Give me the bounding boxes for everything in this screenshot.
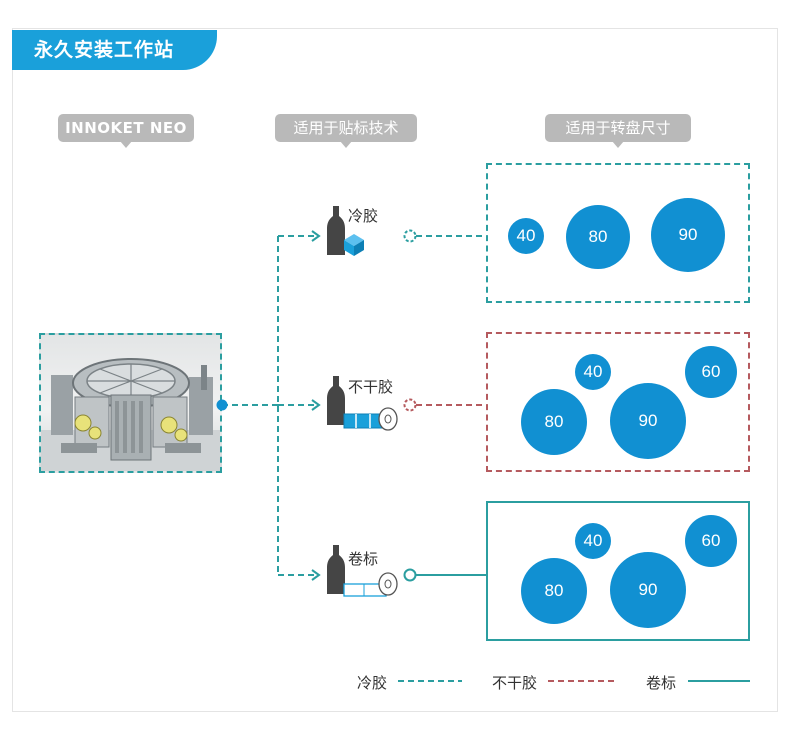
- title-banner: 永久安装工作站: [12, 30, 217, 70]
- connector-cold-glue: [403, 229, 486, 243]
- bottle-icon: [327, 376, 345, 425]
- tech-label-roll-fed: 卷标: [348, 550, 379, 568]
- bottle-icon: [327, 545, 345, 594]
- header-carousel-size: 适用于转盘尺寸: [545, 114, 691, 148]
- size-circle-40: 40: [575, 523, 611, 559]
- tech-label-self-adhesive: 不干胶: [348, 378, 394, 396]
- roll-label-icon: [343, 572, 398, 597]
- size-circle-90: 90: [651, 198, 725, 272]
- size-circle-60: 60: [685, 515, 737, 567]
- machine-connector-dot: [216, 399, 228, 411]
- size-circle-80: 80: [566, 205, 630, 269]
- label-roll-icon: [343, 407, 398, 431]
- legend-label-self-adhesive: 不干胶: [492, 674, 538, 692]
- glue-box-icon: [344, 234, 364, 256]
- branch-arrow-cold-glue: [278, 230, 321, 242]
- size-circle-90: 90: [610, 552, 686, 628]
- machine-image: [39, 333, 222, 473]
- size-circle-60: 60: [685, 346, 737, 398]
- legend-label-roll-fed: 卷标: [646, 674, 677, 692]
- connector-roll-fed: [403, 568, 486, 582]
- panel-cold-glue-sizes: 40 80 90: [486, 163, 750, 303]
- size-circle-80: 80: [521, 389, 587, 455]
- panel-self-adhesive-sizes: 40 60 80 90: [486, 332, 750, 472]
- branch-arrow-self-adhesive: [278, 399, 321, 411]
- panel-roll-fed-sizes: 40 60 80 90: [486, 501, 750, 641]
- bottle-icon: [327, 206, 345, 255]
- size-circle-80: 80: [521, 558, 587, 624]
- header-labeling-tech: 适用于贴标技术: [275, 114, 417, 148]
- tech-label-cold-glue: 冷胶: [348, 207, 379, 225]
- size-circle-90: 90: [610, 383, 686, 459]
- header-machine: INNOKET NEO: [58, 114, 194, 148]
- legend-label-cold-glue: 冷胶: [357, 674, 388, 692]
- labeling-machine-illustration: [41, 358, 220, 471]
- size-circle-40: 40: [508, 218, 544, 254]
- branch-arrow-roll-fed: [278, 569, 321, 581]
- size-circle-40: 40: [575, 354, 611, 390]
- connector-self-adhesive: [403, 398, 486, 412]
